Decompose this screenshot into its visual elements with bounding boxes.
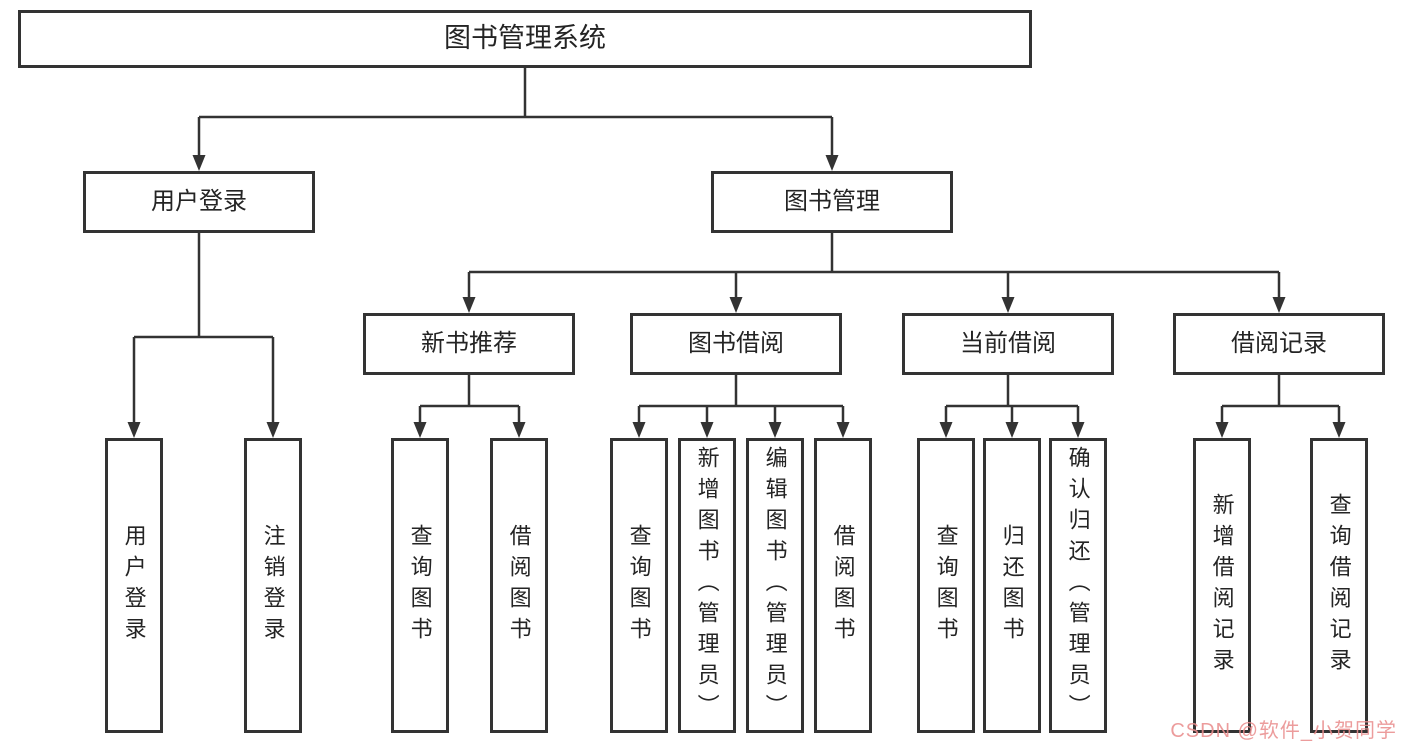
- node-book-management: 图书管理: [711, 171, 953, 233]
- node-new-book-recommend: 新书推荐: [363, 313, 575, 375]
- leaf-edit-book-admin: 编辑图书（管理员）: [746, 438, 804, 733]
- connector-paths: [132, 68, 1341, 424]
- leaf-logout: 注销登录: [244, 438, 302, 733]
- arrowheads: [127, 155, 1346, 438]
- node-current-borrowing: 当前借阅: [902, 313, 1114, 375]
- node-borrow-records: 借阅记录: [1173, 313, 1385, 375]
- leaf-add-book-admin: 新增图书（管理员）: [678, 438, 736, 733]
- leaf-query-books-current: 查询图书: [917, 438, 975, 733]
- leaf-add-borrow-record: 新增借阅记录: [1193, 438, 1251, 733]
- leaf-borrow-books-borrowing: 借阅图书: [814, 438, 872, 733]
- leaf-query-books-recommend: 查询图书: [391, 438, 449, 733]
- leaf-query-books-borrowing: 查询图书: [610, 438, 668, 733]
- node-root: 图书管理系统: [18, 10, 1032, 68]
- watermark: CSDN @软件_小贺同学: [1170, 720, 1397, 742]
- leaf-return-book: 归还图书: [983, 438, 1041, 733]
- node-user-login: 用户登录: [83, 171, 315, 233]
- node-book-borrowing: 图书借阅: [630, 313, 842, 375]
- leaf-query-borrow-record: 查询借阅记录: [1310, 438, 1368, 733]
- leaf-confirm-return-admin: 确认归还（管理员）: [1049, 438, 1107, 733]
- leaf-borrow-books-recommend: 借阅图书: [490, 438, 548, 733]
- leaf-user-login: 用户登录: [105, 438, 163, 733]
